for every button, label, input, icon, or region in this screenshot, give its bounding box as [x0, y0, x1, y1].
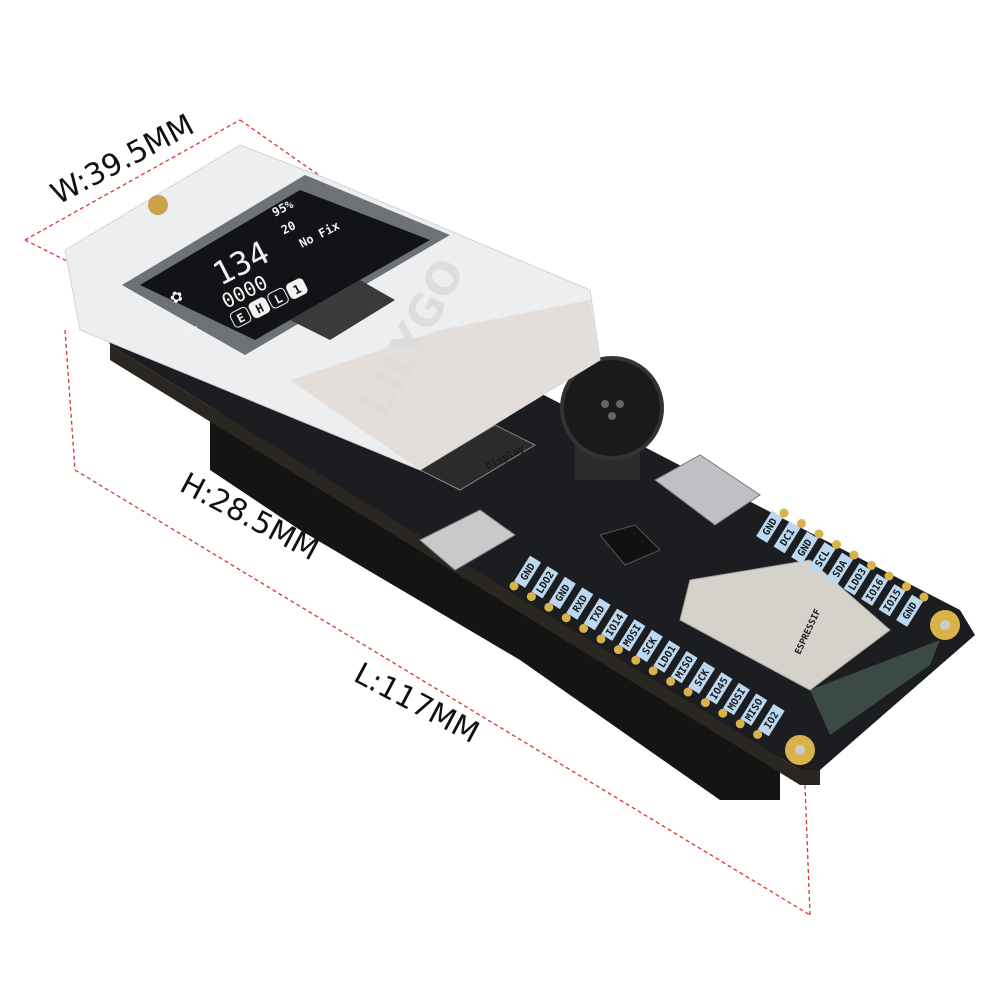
- header-pad: [718, 708, 728, 718]
- header-pad: [526, 592, 536, 602]
- mode-box: [267, 287, 289, 309]
- mode-box: [285, 278, 308, 300]
- esp32-module: [679, 559, 891, 691]
- rotary-encoder-knob[interactable]: [560, 356, 664, 460]
- header-pad: [596, 634, 606, 644]
- header-pad: [648, 666, 658, 676]
- header-pad: [613, 645, 623, 655]
- header-pad: [579, 623, 589, 633]
- header-pad: [544, 602, 554, 612]
- header-pad: [666, 676, 676, 686]
- header-pad: [867, 561, 876, 570]
- oled-screen: [140, 190, 430, 340]
- header-pad: [919, 592, 929, 602]
- mode-box: [229, 306, 252, 328]
- header-pad: [735, 719, 745, 729]
- header-pad: [849, 550, 859, 560]
- header-pad: [814, 529, 824, 539]
- pcb-antenna: [810, 640, 940, 735]
- header-pad: [779, 508, 789, 518]
- tf-card-slot: [654, 454, 761, 526]
- header-pad: [832, 540, 841, 549]
- header-pad: [753, 729, 763, 739]
- header-pad: [700, 698, 710, 708]
- length-label: L:117MM: [348, 656, 484, 751]
- flex-cable: [290, 280, 395, 340]
- header-pad: [902, 582, 911, 591]
- mcu-chip: [599, 524, 661, 566]
- sma-connector: [148, 195, 168, 215]
- header-pad: [683, 687, 693, 697]
- header-pad: [509, 581, 519, 591]
- usb-c-port: [419, 509, 516, 571]
- header-pad: [797, 519, 806, 528]
- header-pad: [631, 655, 641, 665]
- mode-box: [248, 297, 271, 319]
- screen-sats: 20: [279, 218, 298, 237]
- header-pad: [884, 571, 894, 581]
- header-pad: [561, 613, 571, 623]
